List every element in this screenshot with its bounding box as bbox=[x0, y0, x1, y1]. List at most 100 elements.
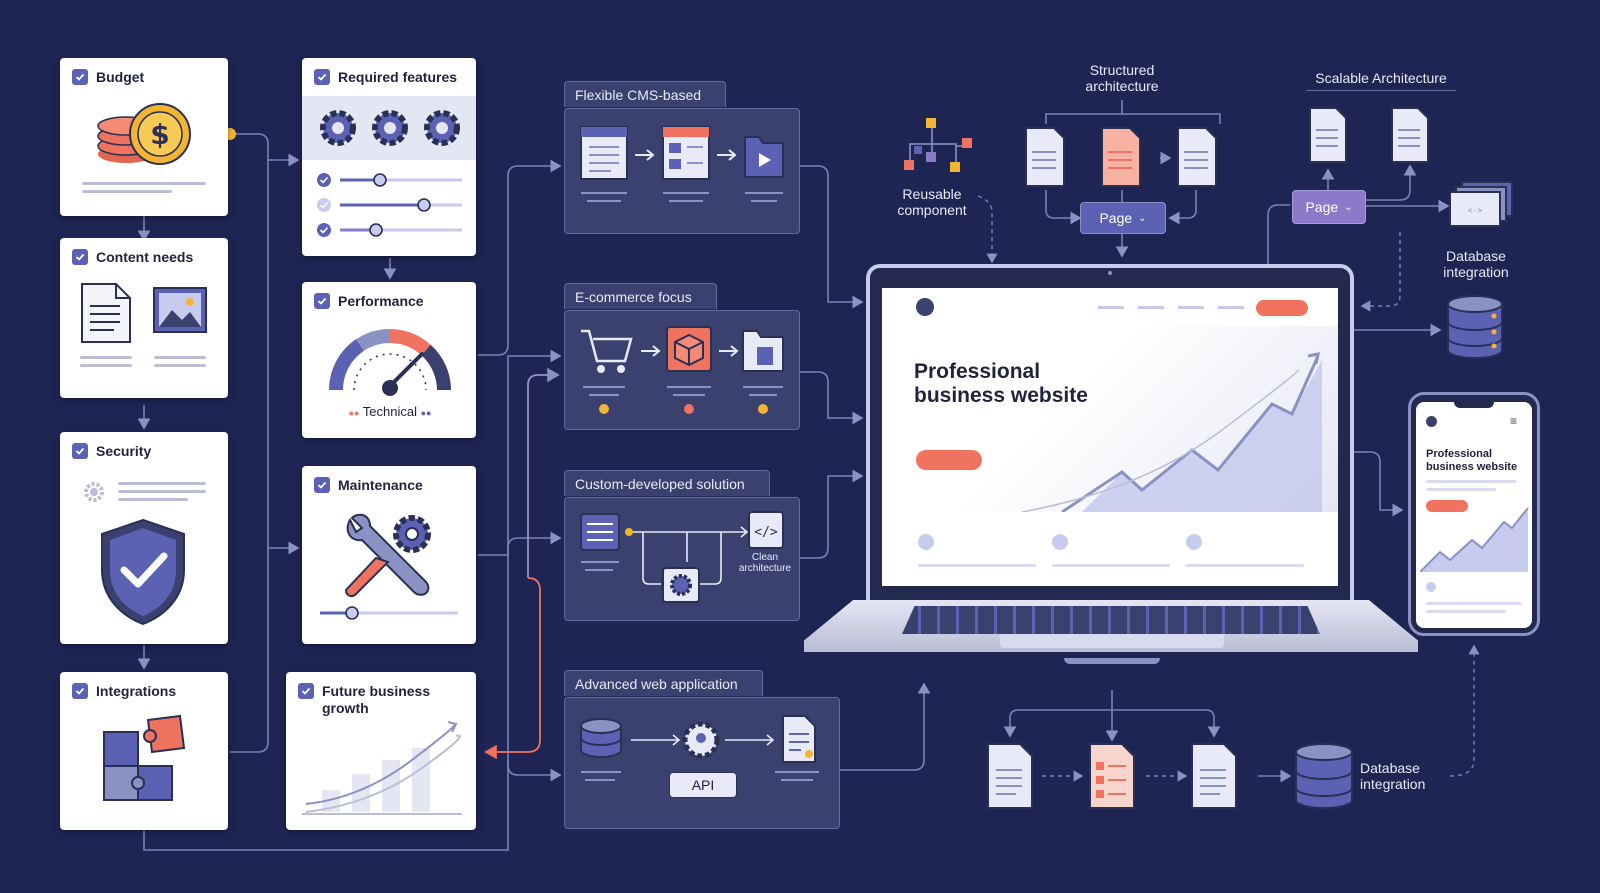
advanced-app-panel[interactable]: API bbox=[564, 697, 840, 829]
database-integration-label-bottom: Database integration bbox=[1360, 760, 1426, 792]
checkbox-icon[interactable] bbox=[72, 683, 88, 699]
phone-screen[interactable]: ≡ Professional business website bbox=[1416, 402, 1532, 628]
phone-growth-chart bbox=[1420, 507, 1529, 572]
maintenance-slider[interactable] bbox=[318, 606, 460, 620]
advanced-flow-icons bbox=[580, 715, 819, 781]
hero-cta-button[interactable] bbox=[916, 450, 982, 470]
budget-label: Budget bbox=[96, 69, 145, 85]
checkbox-icon[interactable] bbox=[314, 69, 330, 85]
flexible-cms-panel[interactable] bbox=[564, 108, 800, 234]
ecommerce-flow-icons bbox=[581, 326, 784, 414]
image-icon bbox=[153, 287, 207, 333]
feature-icon bbox=[1052, 534, 1068, 550]
page-dropdown-structured[interactable]: Page ⌄ bbox=[1080, 202, 1166, 234]
gears-icon bbox=[320, 110, 460, 146]
checkbox-icon[interactable] bbox=[72, 69, 88, 85]
nav-link[interactable] bbox=[1098, 306, 1124, 309]
performance-label: Performance bbox=[338, 293, 424, 309]
performance-card[interactable]: Performance ●● Technical ●● bbox=[302, 282, 476, 438]
gauge-icon bbox=[328, 328, 451, 396]
nav-link[interactable] bbox=[1138, 306, 1164, 309]
custom-solution-tab[interactable]: Custom-developed solution bbox=[564, 470, 770, 496]
laptop-lip bbox=[1064, 658, 1160, 664]
hero-title: Professional business website bbox=[914, 360, 1088, 407]
integrations-card[interactable]: Integrations bbox=[60, 672, 228, 830]
checkbox-icon[interactable] bbox=[314, 293, 330, 309]
logo-dot bbox=[1426, 416, 1437, 427]
structured-docs-icons bbox=[1025, 127, 1217, 187]
ecommerce-tab[interactable]: E-commerce focus bbox=[564, 283, 717, 309]
document-icon bbox=[81, 283, 131, 343]
advanced-app-tab[interactable]: Advanced web application bbox=[564, 670, 763, 696]
checkbox-icon[interactable] bbox=[72, 249, 88, 265]
feature-icon bbox=[1186, 534, 1202, 550]
hero-growth-chart bbox=[1022, 352, 1322, 512]
feature-icon bbox=[918, 534, 934, 550]
laptop-trackpad bbox=[1000, 634, 1224, 648]
ecommerce-panel[interactable] bbox=[564, 310, 800, 430]
technical-label: Technical bbox=[362, 404, 417, 419]
nav-link[interactable] bbox=[1218, 306, 1244, 309]
svg-text:</>: </> bbox=[754, 525, 778, 540]
checkbox-icon[interactable] bbox=[298, 683, 314, 699]
required-features-label: Required features bbox=[338, 69, 458, 85]
logo-dot bbox=[916, 298, 934, 316]
slider-controls[interactable] bbox=[316, 172, 466, 238]
database-icon-top bbox=[1447, 295, 1503, 359]
feature-icon bbox=[1426, 582, 1436, 592]
security-card[interactable]: Security bbox=[60, 432, 228, 644]
api-button[interactable]: API bbox=[669, 772, 737, 798]
nav-link[interactable] bbox=[1178, 306, 1204, 309]
wrench-gear-icon bbox=[344, 513, 431, 598]
phone-notch bbox=[1454, 402, 1494, 408]
content-needs-label: Content needs bbox=[96, 249, 194, 265]
database-icon-bottom bbox=[1295, 743, 1353, 809]
gear-icon bbox=[84, 482, 104, 502]
required-features-card[interactable]: Required features bbox=[302, 58, 476, 256]
phone-cta-button[interactable] bbox=[1426, 500, 1468, 512]
laptop-camera bbox=[1108, 271, 1112, 275]
scalable-architecture-label: Scalable Architecture bbox=[1306, 70, 1456, 91]
maintenance-card[interactable]: Maintenance bbox=[302, 466, 476, 644]
cms-flow-icons bbox=[580, 126, 784, 202]
growth-chart-icon bbox=[302, 721, 462, 815]
flexible-cms-tab[interactable]: Flexible CMS-based bbox=[564, 81, 727, 107]
security-label: Security bbox=[96, 443, 152, 459]
stacked-windows-icon: <·> bbox=[1449, 181, 1513, 227]
hamburger-menu-icon[interactable]: ≡ bbox=[1510, 414, 1518, 428]
checkbox-icon[interactable] bbox=[72, 443, 88, 459]
content-needs-card[interactable]: Content needs bbox=[60, 238, 228, 398]
reusable-component-label: Reusable component bbox=[897, 186, 967, 218]
coins-icon: $ bbox=[97, 103, 191, 165]
custom-flow-icons: </> bbox=[580, 511, 784, 603]
page-label: Page bbox=[1305, 199, 1339, 215]
future-growth-card[interactable]: Future business growth bbox=[286, 672, 476, 830]
shield-icon bbox=[101, 518, 185, 626]
laptop-screen[interactable]: Professional business website bbox=[882, 288, 1338, 586]
svg-text:<·>: <·> bbox=[1468, 206, 1483, 215]
puzzle-icon bbox=[103, 714, 186, 801]
chevron-down-icon: ⌄ bbox=[1138, 212, 1147, 224]
custom-solution-panel[interactable]: </> Clean architecture bbox=[564, 497, 800, 621]
future-growth-label: Future business growth bbox=[322, 683, 431, 716]
component-tree-icon bbox=[904, 118, 972, 172]
technical-badge: ●● Technical ●● bbox=[348, 404, 432, 419]
budget-card[interactable]: Budget $ bbox=[60, 58, 228, 216]
laptop-keyboard bbox=[902, 606, 1320, 634]
nav-cta-button[interactable] bbox=[1256, 300, 1308, 316]
phone-hero-title: Professional business website bbox=[1426, 448, 1518, 473]
api-label: API bbox=[691, 777, 715, 793]
chevron-down-icon: ⌄ bbox=[1344, 201, 1353, 213]
structured-architecture-label: Structured architecture bbox=[1085, 62, 1159, 94]
database-integration-label-top: Database integration bbox=[1443, 248, 1509, 280]
svg-text:$: $ bbox=[150, 118, 169, 151]
page-dropdown-scalable[interactable]: Page ⌄ bbox=[1292, 190, 1366, 224]
bottom-docs-icons bbox=[987, 743, 1237, 809]
page-label: Page bbox=[1099, 210, 1133, 226]
maintenance-label: Maintenance bbox=[338, 477, 423, 493]
integrations-label: Integrations bbox=[96, 683, 177, 699]
scalable-docs-icons bbox=[1309, 107, 1429, 163]
clean-architecture-label: Clean architecture bbox=[738, 552, 792, 574]
checkbox-icon[interactable] bbox=[314, 477, 330, 493]
